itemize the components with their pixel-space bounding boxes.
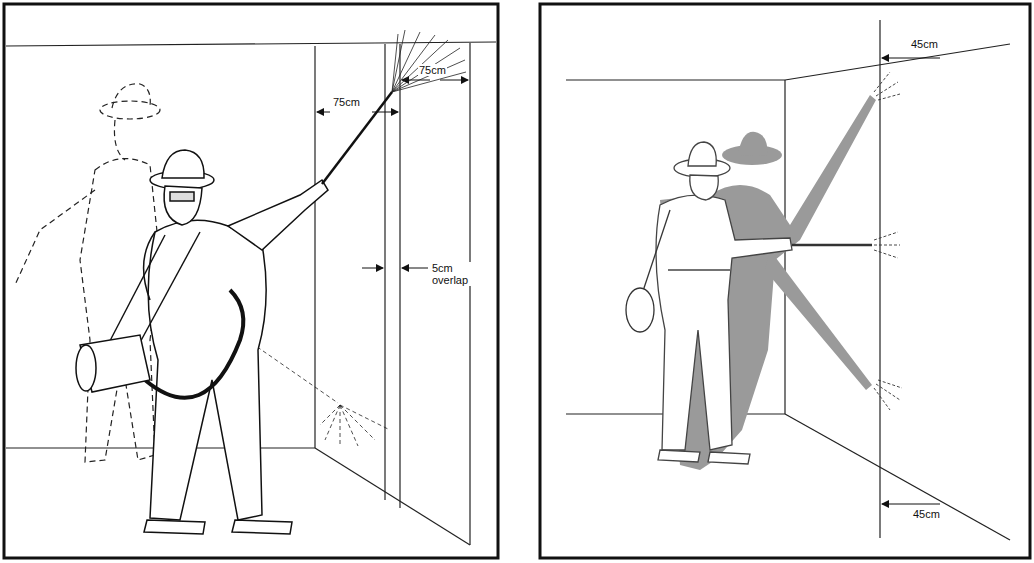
- dimension-label: 75cm: [418, 64, 447, 76]
- dimension-arrows: [317, 80, 468, 268]
- dimension-label: 75cm: [332, 96, 361, 108]
- dimension-label: 5cm overlap: [431, 262, 481, 286]
- operator: [144, 150, 328, 534]
- room-lines: [566, 20, 1010, 540]
- panel-frame: [540, 4, 1030, 558]
- dimension-label: 45cm: [912, 508, 941, 520]
- ghost-operator: [15, 84, 160, 462]
- panel-frame: [4, 4, 498, 558]
- spray-marks: [874, 72, 902, 410]
- sprayer-tank: [76, 335, 150, 392]
- spray-fan: [392, 30, 466, 92]
- operator: [656, 142, 792, 464]
- spray-lower: [240, 335, 390, 446]
- sprayer: [626, 210, 872, 332]
- dimension-arrows: [882, 58, 940, 504]
- room-lines: [6, 42, 496, 545]
- dimension-label: 45cm: [910, 38, 939, 50]
